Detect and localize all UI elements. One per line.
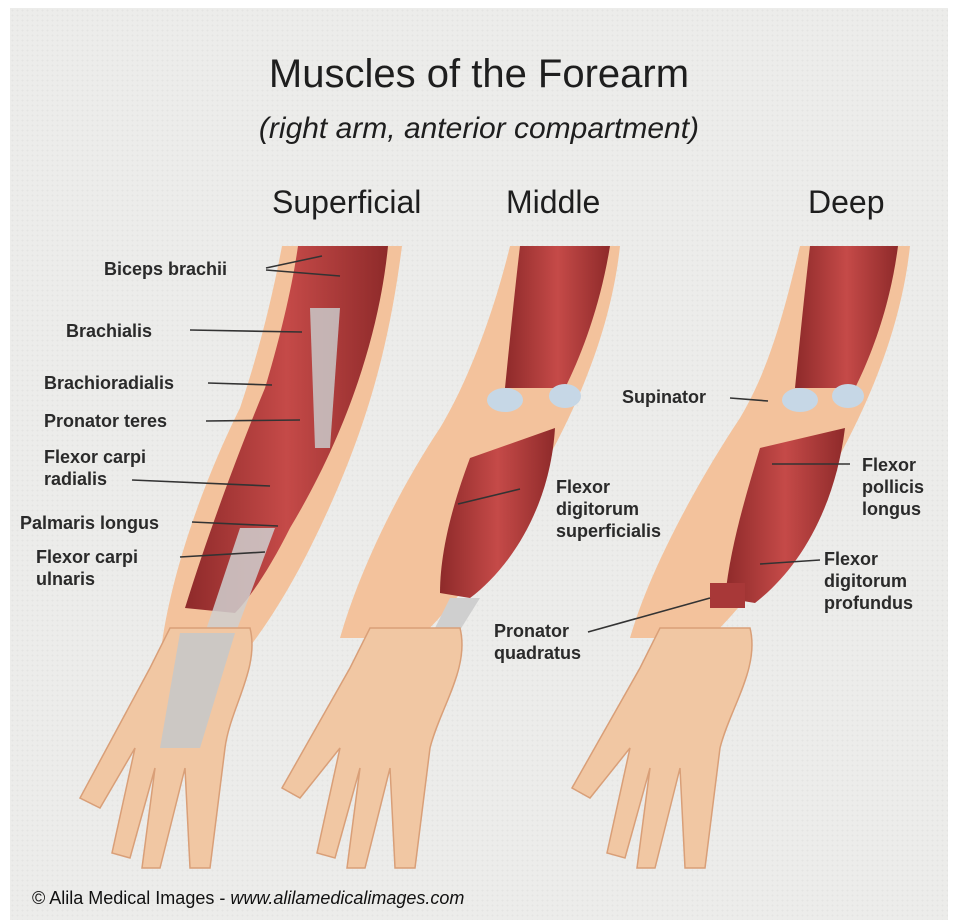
label-pronator-quadratus: Pronator quadratus <box>494 620 581 664</box>
label-line: profundus <box>824 592 913 614</box>
label-flexor-carpi-radialis: Flexor carpi radialis <box>44 446 146 490</box>
footer-separator: - <box>214 888 230 908</box>
poster: Muscles of the Forearm (right arm, anter… <box>10 8 948 920</box>
label-line: pollicis <box>862 476 924 498</box>
label-biceps-brachii: Biceps brachii <box>104 258 227 280</box>
label-line: Flexor carpi <box>44 446 146 468</box>
label-line: Flexor <box>824 548 913 570</box>
label-line: Flexor carpi <box>36 546 138 568</box>
label-supinator: Supinator <box>622 386 706 408</box>
label-line: digitorum <box>556 498 661 520</box>
copyright-text: © Alila Medical Images <box>32 888 214 908</box>
forearm-illustration <box>10 8 948 920</box>
label-line: Flexor <box>862 454 924 476</box>
label-line: longus <box>862 498 924 520</box>
label-line: ulnaris <box>36 568 138 590</box>
label-line: Pronator <box>494 620 581 642</box>
label-line: superficialis <box>556 520 661 542</box>
website-link[interactable]: www.alilamedicalimages.com <box>230 888 464 908</box>
label-pronator-teres: Pronator teres <box>44 410 167 432</box>
label-brachialis: Brachialis <box>66 320 152 342</box>
label-line: Flexor <box>556 476 661 498</box>
label-line: radialis <box>44 468 146 490</box>
label-palmaris-longus: Palmaris longus <box>20 512 159 534</box>
label-flexor-digitorum-superficialis: Flexor digitorum superficialis <box>556 476 661 542</box>
label-flexor-digitorum-profundus: Flexor digitorum profundus <box>824 548 913 614</box>
label-flexor-carpi-ulnaris: Flexor carpi ulnaris <box>36 546 138 590</box>
label-line: quadratus <box>494 642 581 664</box>
label-flexor-pollicis-longus: Flexor pollicis longus <box>862 454 924 520</box>
label-line: digitorum <box>824 570 913 592</box>
label-brachioradialis: Brachioradialis <box>44 372 174 394</box>
footer-credit: © Alila Medical Images - www.alilamedica… <box>32 888 464 909</box>
